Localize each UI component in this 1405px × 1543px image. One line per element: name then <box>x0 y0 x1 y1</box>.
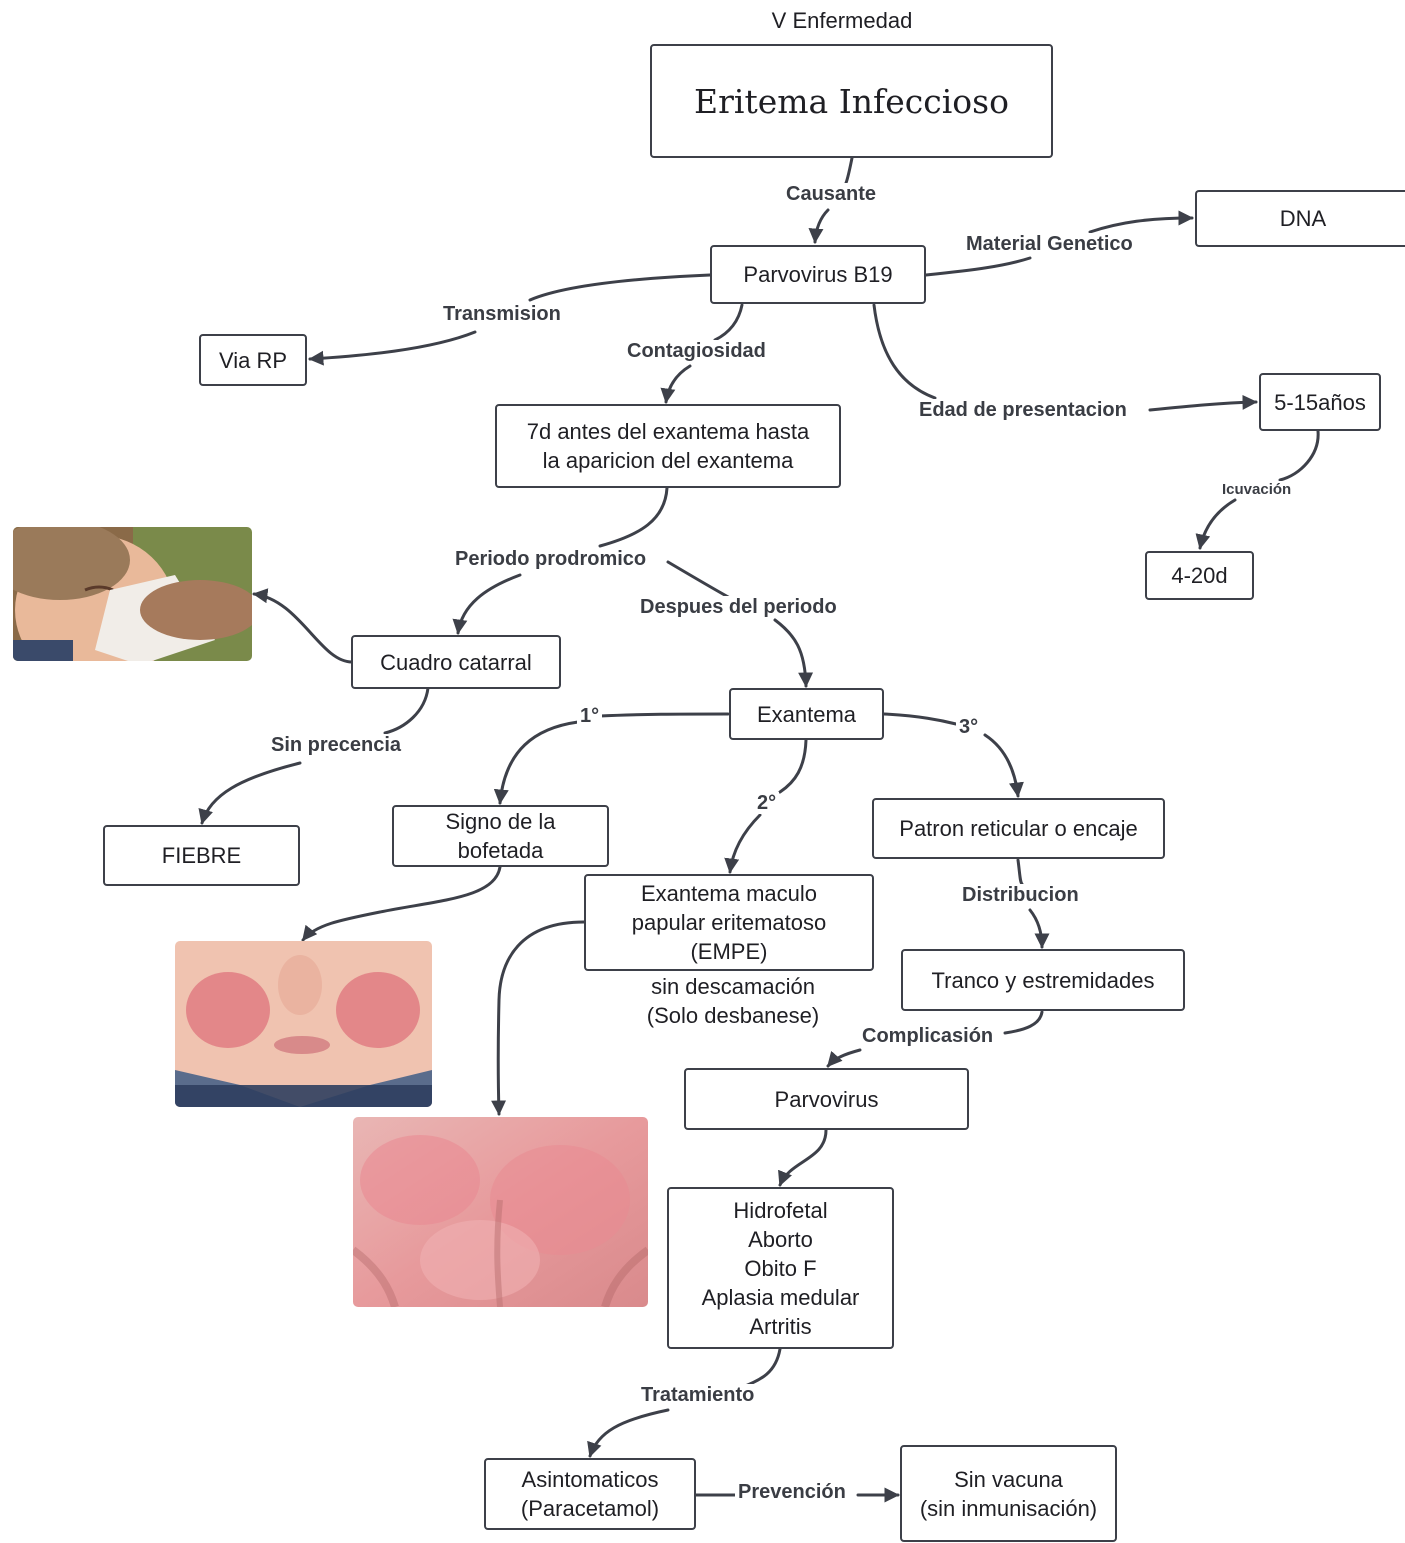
edge-label-contagiosidad: Contagiosidad <box>624 340 769 362</box>
empe-note: sin descamación (Solo desbanese) <box>646 974 820 1028</box>
edge-label-causante: Causante <box>783 183 880 205</box>
edge-b19-to-edad <box>872 303 1256 410</box>
edge-parvovirus-to-complicaciones <box>778 1128 828 1187</box>
edge-label-distribucion: Distribucion <box>959 884 1082 906</box>
edge-empe-to-back <box>491 920 586 1116</box>
edge-label-edad-presentacion: Edad de presentacion <box>916 399 1130 421</box>
edge-label-transmision: Transmision <box>440 303 564 325</box>
empe-node: Exantema maculo papular eritematoso (EMP… <box>584 874 874 971</box>
edge-patron-to-tronco <box>1016 858 1042 947</box>
edge-despues-to-exantema <box>773 618 814 688</box>
edge-b19-to-viarp <box>310 273 712 359</box>
edge-label-periodo-prodromico: Periodo prodromico <box>452 548 650 570</box>
cuadro-catarral-node: Cuadro catarral <box>351 635 561 689</box>
edge-label-complicasion: Complicasión <box>859 1025 997 1047</box>
title-node: Eritema Infeccioso <box>650 44 1053 158</box>
edad-node: 5-15años <box>1259 373 1381 431</box>
edge-exantema-to-empe <box>730 738 808 872</box>
top-label: V Enfermedad <box>771 8 913 33</box>
exantema-node: Exantema <box>729 688 884 740</box>
edge-b19-to-dna <box>924 218 1192 277</box>
back-rash-photo <box>353 1117 648 1307</box>
parvovirus-b19-node: Parvovirus B19 <box>710 245 926 304</box>
edge-contagio-to-cuadro <box>458 486 669 633</box>
edge-edad-to-incubacion <box>1200 429 1320 548</box>
contagio-node: 7d antes del exantema hasta la aparicion… <box>495 404 841 488</box>
edge-exantema-to-patron <box>882 712 1018 796</box>
via-rp-node: Via RP <box>199 334 307 386</box>
complicaciones-node: Hidrofetal Aborto Obito F Aplasia medula… <box>667 1187 894 1349</box>
edge-prodromico-to-despues <box>666 560 732 600</box>
prevencion-node: Sin vacuna (sin inmunisación) <box>900 1445 1117 1542</box>
edge-label-primero: 1° <box>577 705 603 727</box>
edge-label-despues-periodo: Despues del periodo <box>637 596 840 618</box>
edge-cuadro-to-fiebre <box>202 686 430 823</box>
edge-label-tercero: 3° <box>956 716 982 738</box>
tronco-node: Tranco y estremidades <box>901 949 1185 1011</box>
edge-cuadro-to-photo <box>252 588 354 664</box>
slapped-cheek-photo <box>175 941 432 1107</box>
signo-bofetada-node: Signo de la bofetada <box>392 805 609 867</box>
edge-label-sin-precencia: Sin precencia <box>268 734 405 756</box>
tratamiento-node: Asintomaticos (Paracetamol) <box>484 1458 696 1530</box>
edge-label-icuvacion: Icuvación <box>1219 481 1295 498</box>
edge-label-tratamiento: Tratamiento <box>638 1384 758 1406</box>
incubacion-node: 4-20d <box>1145 551 1254 600</box>
parvovirus-node: Parvovirus <box>684 1068 969 1130</box>
edge-label-material-genetico: Material Genetico <box>963 233 1136 255</box>
fiebre-node: FIEBRE <box>103 825 300 886</box>
patron-node: Patron reticular o encaje <box>872 798 1165 859</box>
child-nose-photo <box>13 527 252 661</box>
edge-label-segundo: 2° <box>754 792 780 814</box>
edge-signo-to-face <box>301 865 502 942</box>
edge-exantema-to-signo <box>500 712 730 803</box>
edge-b19-to-contagio <box>666 303 744 402</box>
dna-node: DNA <box>1195 190 1405 247</box>
edge-tronco-to-parvovirus <box>828 1010 1044 1066</box>
edge-label-prevencion: Prevención <box>735 1481 849 1503</box>
